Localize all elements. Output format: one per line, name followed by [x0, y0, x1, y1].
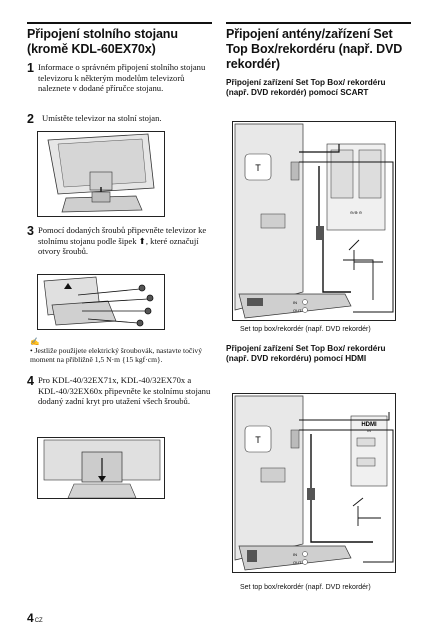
left-header-rule [27, 22, 212, 24]
left-column: Připojení stolního stojanu (kromě KDL-60… [27, 27, 212, 57]
figure-screws [37, 274, 165, 330]
subheading-scart: Připojení zařízení Set Top Box/ rekordér… [226, 78, 386, 97]
right-header-rule [226, 22, 411, 24]
svg-text:OUT: OUT [293, 308, 302, 313]
left-section-title: Připojení stolního stojanu (kromě KDL-60… [27, 27, 178, 56]
screws-illustration [43, 276, 154, 327]
right-section-title: Připojení antény/zařízení Set Top Box/re… [226, 27, 403, 71]
tip-note: ✍ • Jestliže použijete elektrický šroubo… [30, 337, 210, 364]
page-number: 4CZ [27, 611, 43, 625]
caption-hdmi: Set top box/rekordér (např. DVD rekordér… [240, 584, 371, 591]
hdmi-diagram: T HDMI IN IN OUT [234, 395, 394, 571]
step-4: 4 Pro KDL-40/32EX71x, KDL-40/32EX70x a K… [27, 375, 212, 407]
step-number: 4 [27, 374, 34, 388]
figure-scart-connection: T ⊖/⊕ ⊖ IN OUT [232, 121, 396, 321]
right-column: Připojení antény/zařízení Set Top Box/re… [226, 27, 411, 72]
note-text: • Jestliže použijete elektrický šroubová… [30, 346, 202, 364]
step-text: Pomocí dodaných šroubů připevněte televi… [37, 225, 207, 256]
figure-back-cover [37, 437, 165, 499]
step-text: Umístěte televizor na stolní stojan. [42, 113, 162, 123]
svg-text:OUT: OUT [293, 560, 302, 565]
tv-stand-illustration [47, 133, 155, 213]
step-number: 2 [27, 112, 34, 126]
svg-text:HDMI: HDMI [361, 422, 377, 428]
subheading-hdmi: Připojení zařízení Set Top Box/ rekordér… [226, 344, 386, 363]
svg-text:IN: IN [367, 429, 371, 433]
step-1: 1 Informace o správném připojení stolníh… [27, 62, 212, 94]
svg-text:T: T [255, 163, 261, 173]
back-cover-illustration [43, 439, 161, 498]
svg-text:⊖/⊕ ⊖: ⊖/⊕ ⊖ [350, 210, 362, 215]
scart-diagram: T ⊖/⊕ ⊖ IN OUT [234, 123, 394, 319]
step-number: 3 [27, 224, 34, 238]
svg-text:IN: IN [293, 552, 297, 557]
note-icon: ✍ [30, 337, 40, 346]
figure-hdmi-connection: T HDMI IN IN OUT [232, 393, 396, 573]
figure-tv-on-stand [37, 131, 165, 217]
step-2: 2 Umístěte televizor na stolní stojan. [27, 112, 212, 126]
step-number: 1 [27, 61, 34, 75]
svg-text:T: T [255, 435, 261, 445]
step-3: 3 Pomocí dodaných šroubů připevněte tele… [27, 225, 212, 257]
step-text: Pro KDL-40/32EX71x, KDL-40/32EX70x a KDL… [37, 375, 211, 406]
step-text: Informace o správném připojení stolního … [37, 62, 206, 93]
svg-text:IN: IN [293, 300, 297, 305]
caption-scart: Set top box/rekordér (např. DVD rekordér… [240, 326, 371, 333]
